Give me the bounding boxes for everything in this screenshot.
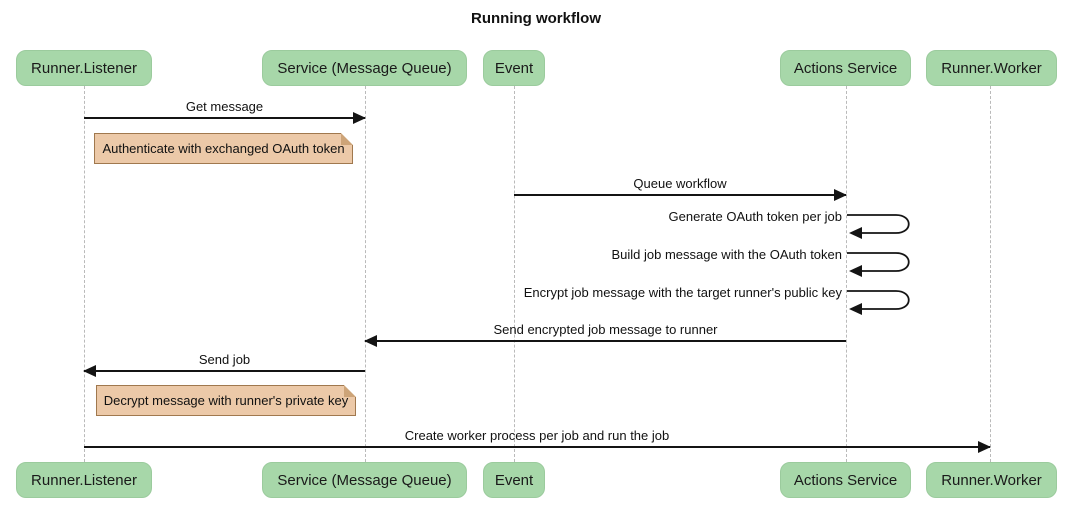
message-label: Send job xyxy=(198,352,251,367)
actor-bottom-event: Event xyxy=(483,462,545,498)
message-label: Get message xyxy=(185,99,264,114)
actor-top-actions-service: Actions Service xyxy=(780,50,911,86)
lifeline-runner-worker xyxy=(990,86,991,462)
actor-label: Runner.Listener xyxy=(31,471,137,489)
diagram-title: Running workflow xyxy=(471,10,601,27)
actor-top-service-message-queue: Service (Message Queue) xyxy=(262,50,467,86)
self-loop-arrow xyxy=(847,252,910,277)
actor-label: Runner.Worker xyxy=(941,59,1042,77)
self-loop-arrow xyxy=(847,214,910,239)
actor-label: Actions Service xyxy=(793,59,898,77)
actor-bottom-service-message-queue: Service (Message Queue) xyxy=(262,462,467,498)
actor-bottom-runner-listener: Runner.Listener xyxy=(16,462,152,498)
message-line xyxy=(84,117,365,119)
arrowhead-right-icon xyxy=(353,112,366,124)
note-authenticate: Authenticate with exchanged OAuth token xyxy=(94,133,353,164)
lifeline-actions-service xyxy=(846,86,847,462)
self-message-encrypt-job-label: Encrypt job message with the target runn… xyxy=(523,285,842,300)
note-decrypt: Decrypt message with runner's private ke… xyxy=(96,385,356,416)
self-message-generate-oauth-label: Generate OAuth token per job xyxy=(668,209,842,224)
lifeline-runner-listener xyxy=(84,86,85,462)
actor-label: Actions Service xyxy=(793,471,898,489)
note-text: Authenticate with exchanged OAuth token xyxy=(102,141,345,156)
actor-label: Service (Message Queue) xyxy=(277,59,452,77)
self-message-build-job-label: Build job message with the OAuth token xyxy=(611,247,842,262)
note-text: Decrypt message with runner's private ke… xyxy=(103,393,349,408)
actor-bottom-actions-service: Actions Service xyxy=(780,462,911,498)
actor-label: Event xyxy=(494,471,534,489)
self-loop-arrow xyxy=(847,290,910,315)
actor-bottom-runner-worker: Runner.Worker xyxy=(926,462,1057,498)
actor-top-event: Event xyxy=(483,50,545,86)
actor-top-runner-worker: Runner.Worker xyxy=(926,50,1057,86)
arrowhead-right-icon xyxy=(978,441,991,453)
arrowhead-left-icon xyxy=(364,335,377,347)
actor-label: Runner.Listener xyxy=(31,59,137,77)
actor-label: Runner.Worker xyxy=(941,471,1042,489)
actor-top-runner-listener: Runner.Listener xyxy=(16,50,152,86)
message-line xyxy=(365,340,846,342)
message-line xyxy=(514,194,846,196)
actor-label: Event xyxy=(494,59,534,77)
message-line xyxy=(84,446,990,448)
arrowhead-right-icon xyxy=(834,189,847,201)
message-label: Create worker process per job and run th… xyxy=(404,428,670,443)
message-label: Send encrypted job message to runner xyxy=(493,322,718,337)
arrowhead-left-icon xyxy=(83,365,96,377)
message-label: Queue workflow xyxy=(633,176,727,191)
lifeline-event xyxy=(514,86,515,462)
actor-label: Service (Message Queue) xyxy=(277,471,452,489)
lifeline-service-message-queue xyxy=(365,86,366,462)
message-line xyxy=(84,370,365,372)
